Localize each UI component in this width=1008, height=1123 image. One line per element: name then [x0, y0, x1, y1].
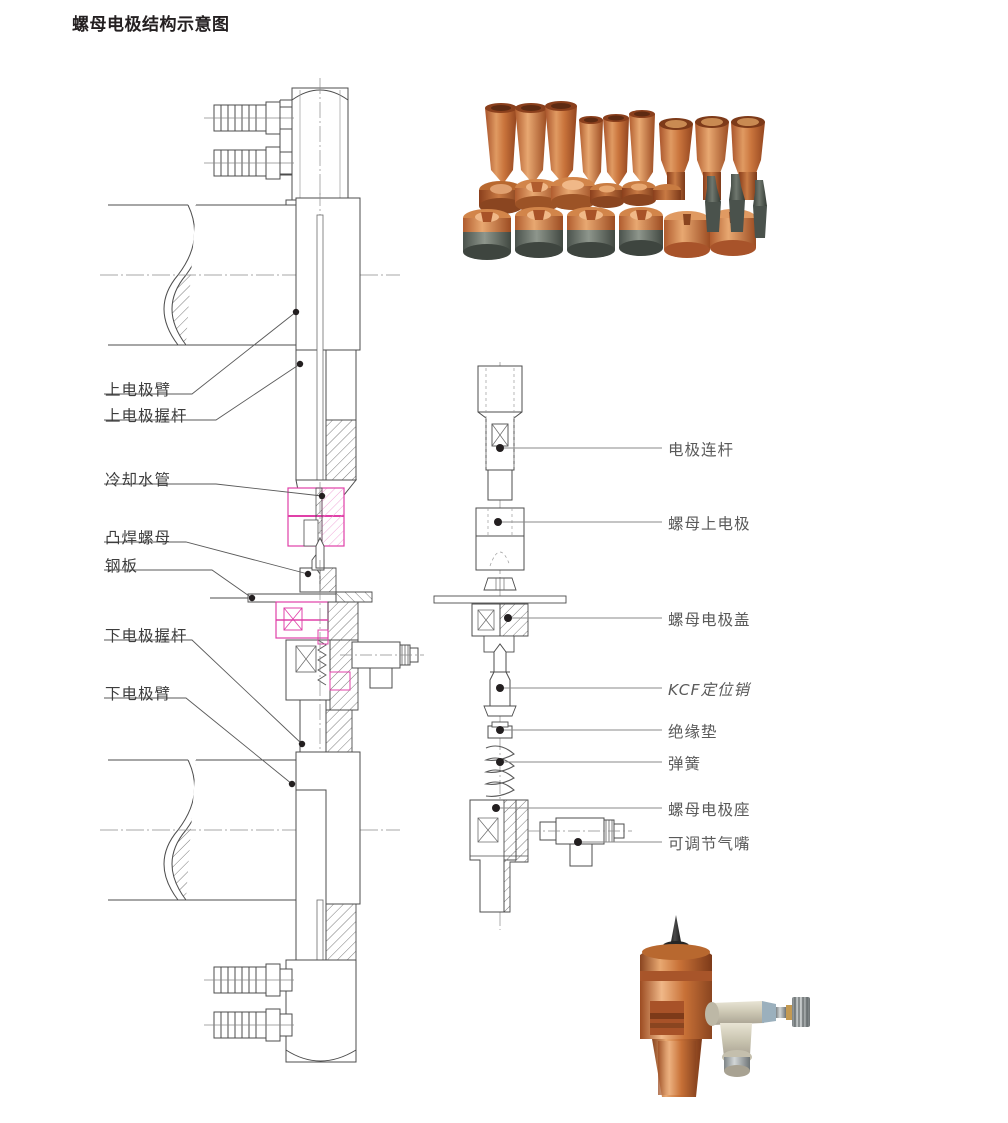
label-nut-electrode-cap: 螺母电极盖 — [668, 611, 751, 629]
label-electrode-connecting-rod: 电极连杆 — [668, 441, 735, 459]
page-title: 螺母电极结构示意图 — [72, 15, 230, 34]
lower-arm-assembly — [100, 751, 400, 1063]
label-insulating-pad: 绝缘垫 — [668, 723, 718, 741]
cooling-hose-barb-lower-1 — [203, 963, 295, 997]
label-lower-electrode-holder: 下电极握杆 — [105, 627, 188, 645]
leader-lines-left — [104, 308, 326, 788]
exploded-view-column — [433, 362, 632, 930]
label-kcf-locating-pin: KCF定位销 — [668, 681, 750, 699]
part-nut-upper-electrode — [475, 507, 525, 571]
label-nut-upper-electrode: 螺母上电极 — [668, 515, 751, 533]
leader-lines-right — [492, 444, 662, 846]
label-steel-plate: 钢板 — [105, 557, 139, 575]
label-cooling-water-pipe: 冷却水管 — [105, 471, 172, 489]
part-kcf-locating-pin — [483, 643, 517, 717]
part-electrode-connecting-rod — [477, 365, 523, 501]
label-spring: 弹簧 — [668, 755, 702, 773]
part-spring — [483, 745, 515, 797]
cooling-hose-barb-lower-2 — [203, 1008, 295, 1042]
upper-nut-electrode-section — [287, 482, 345, 552]
part-adjustable-air-nozzle — [528, 817, 632, 867]
label-projection-weld-nut: 凸焊螺母 — [105, 529, 172, 547]
label-adjustable-air-nozzle: 可调节气嘴 — [668, 835, 751, 853]
nut-electrode-product-photo — [612, 905, 814, 1097]
upper-arm-assembly — [100, 78, 400, 501]
copper-electrode-parts-photo — [455, 92, 767, 284]
label-upper-electrode-arm: 上电极臂 — [105, 381, 172, 399]
part-nut-electrode-seat — [469, 799, 529, 913]
air-nozzle-assembly-section — [340, 641, 424, 689]
part-nut-electrode-cap — [433, 577, 567, 653]
label-lower-electrode-arm: 下电极臂 — [105, 685, 172, 703]
label-upper-electrode-holder: 上电极握杆 — [105, 407, 188, 425]
label-nut-electrode-seat: 螺母电极座 — [668, 801, 751, 819]
